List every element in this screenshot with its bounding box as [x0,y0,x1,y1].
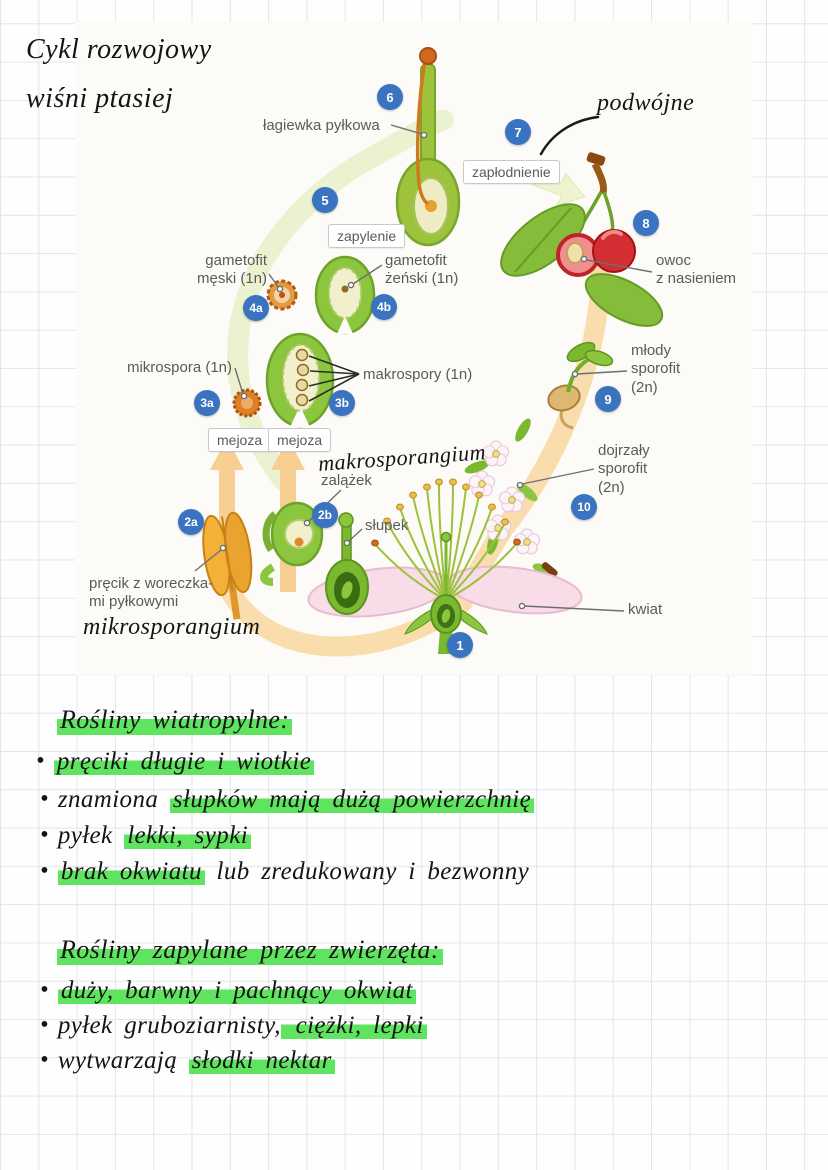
label-mejoza-a: mejoza [208,428,272,452]
leader-lines [194,124,653,612]
bullet-dot: • [40,786,49,812]
badge-1: 1 [447,632,473,658]
label-lagiewka: łagiewka pyłkowa [263,117,380,134]
badge-2b: 2b [312,502,338,528]
pollen-tube-illustration [395,47,461,247]
note-text: duży, barwny i pachnący okwiat [57,977,416,1005]
note-text: pyłek gruboziarnisty, ciężki, lepki [58,1012,427,1040]
male-gametophyte-illustration [266,279,298,311]
lifecycle-diagram: łagiewka pyłkowa gametofit męski (1n) ga… [75,22,753,675]
leader-dots [219,131,588,610]
label-zalazek: zalążek [321,472,372,489]
notes-heading-wiatropylne: Rośliny wiatropylne: [57,705,293,735]
note-text: pręciki długie i wiotkie [53,748,315,776]
badge-3a: 3a [194,390,220,416]
stamens [374,482,518,601]
diagram-art [194,47,664,657]
makrospory-fan-lines [308,355,360,402]
label-precik: pręcik z woreczka- mi pyłkowymi [89,575,214,611]
note-text: brak okwiatu lub zredukowany i bezwonny [57,858,529,886]
note-bullet: • brak okwiatu lub zredukowany i bezwonn… [40,858,529,886]
label-zapylenie: zapylenie [328,224,406,248]
page-title-line2: wiśni ptasiej [26,83,174,114]
annotation-podwojne: podwójne [597,90,695,116]
notes-heading-text: Rośliny wiatropylne: [57,705,293,735]
note-text: pyłek lekki, sypki [58,822,252,850]
pistil-illustration [325,512,369,615]
bullet-dot: • [40,1012,49,1038]
badge-5: 5 [312,187,338,213]
notes-heading-text: Rośliny zapylane przez zwierzęta: [57,935,443,965]
bullet-dot: • [40,1047,49,1073]
ovule-makrospory-illustration [265,332,335,428]
badge-6: 6 [377,84,403,110]
bullet-dot: • [40,822,49,848]
label-mlody-sporofit: młody sporofit (2n) [631,342,681,396]
note-text: wytwarzają słodki nektar [58,1047,335,1075]
label-slupek: słupek [365,517,409,534]
badge-7: 7 [505,119,531,145]
badge-10: 10 [571,494,597,520]
ovule-illustration [260,501,324,586]
page-title: Cykl rozwojowy wiśni ptasiej [26,25,212,123]
stamen-illustration [202,511,253,620]
label-mejoza-b: mejoza [268,428,332,452]
label-owoc: owoc z nasieniem [656,252,737,288]
bullet-dot: • [40,858,49,884]
note-bullet: • duży, barwny i pachnący okwiat [40,977,416,1005]
note-text: znamiona słupków mają dużą powierzchnię [58,786,535,814]
note-bullet: • pyłek lekki, sypki [40,822,252,850]
label-gametofit-meski: gametofit męski (1n) [196,252,267,288]
label-zaplodnienie: zapłodnienie [463,160,560,184]
badge-8: 8 [633,210,659,236]
female-gametophyte-illustration [314,255,376,335]
label-kwiat: kwiat [628,601,663,618]
mikrospora-illustration [232,388,262,418]
badge-4b: 4b [371,294,397,320]
label-dojrzaly-sporofit: dojrzały sporofit (2n) [598,442,650,496]
note-bullet: • znamiona słupków mają dużą powierzchni… [40,786,535,814]
badge-3b: 3b [329,390,355,416]
note-bullet: • wytwarzają słodki nektar [40,1047,335,1075]
bullet-dot: • [36,748,45,774]
label-mikrospora: mikrospora (1n) [126,359,232,376]
bullet-dot: • [40,977,49,1003]
badge-4a: 4a [243,295,269,321]
note-bullet: • pręciki długie i wiotkie [36,748,315,776]
notes-heading-zapylane: Rośliny zapylane przez zwierzęta: [57,935,443,965]
label-gametofit-zenski: gametofit żeński (1n) [385,252,459,288]
cherry-fruit-illustration [500,152,664,327]
podwojne-connector-line [539,115,600,156]
annotation-mikrosporangium: mikrosporangium [83,614,261,640]
label-makrospory: makrospory (1n) [363,366,473,383]
seedling-illustration [547,341,614,430]
badge-9: 9 [595,386,621,412]
note-bullet: • pyłek gruboziarnisty, ciężki, lepki [40,1012,427,1040]
page-title-line1: Cykl rozwojowy [26,34,212,65]
badge-2a: 2a [178,509,204,535]
